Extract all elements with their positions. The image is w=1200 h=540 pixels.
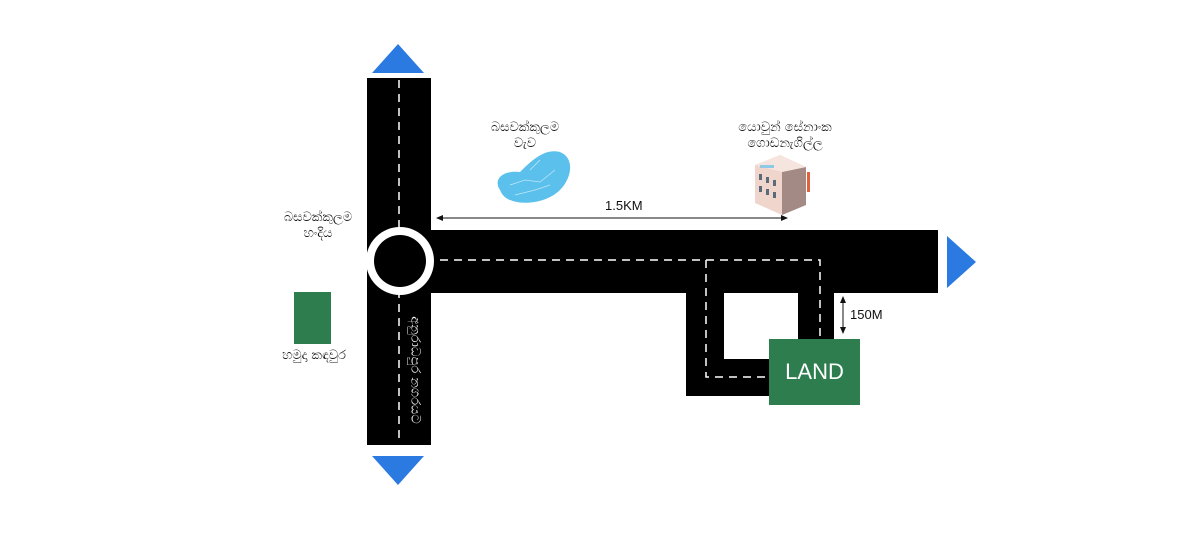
arrowhead-left	[436, 215, 443, 221]
arrow-up-icon	[372, 44, 424, 73]
camp-label: හමුදා කඳවුර	[282, 348, 346, 363]
building-icon	[755, 155, 810, 215]
arrow-right-icon	[947, 236, 976, 288]
arrowhead-up	[840, 296, 846, 303]
main-distance-label: 1.5KM	[605, 198, 643, 213]
arrowhead-right	[781, 215, 788, 221]
loop-road-right	[798, 250, 834, 342]
land-plot	[769, 339, 860, 405]
road-marking-loop	[440, 259, 821, 378]
land-label: LAND	[785, 359, 844, 384]
tank-label: බසවක්කුලම වැව	[490, 120, 560, 151]
camp-icon	[294, 292, 331, 344]
hostel-label: යොවුන් සේනාංක ගොඩනැගිල්ල	[738, 120, 832, 151]
road-name-label: අනුරාධපුර නගරයට	[407, 316, 423, 424]
arrow-down-icon	[372, 456, 424, 485]
junction-label: බසවක්කුලම හංදිය	[283, 210, 353, 241]
roundabout-center	[374, 235, 426, 287]
side-distance-label: 150M	[850, 307, 883, 322]
arrowhead-down	[840, 327, 846, 334]
tank-icon	[497, 151, 571, 203]
horizontal-road	[400, 230, 938, 293]
